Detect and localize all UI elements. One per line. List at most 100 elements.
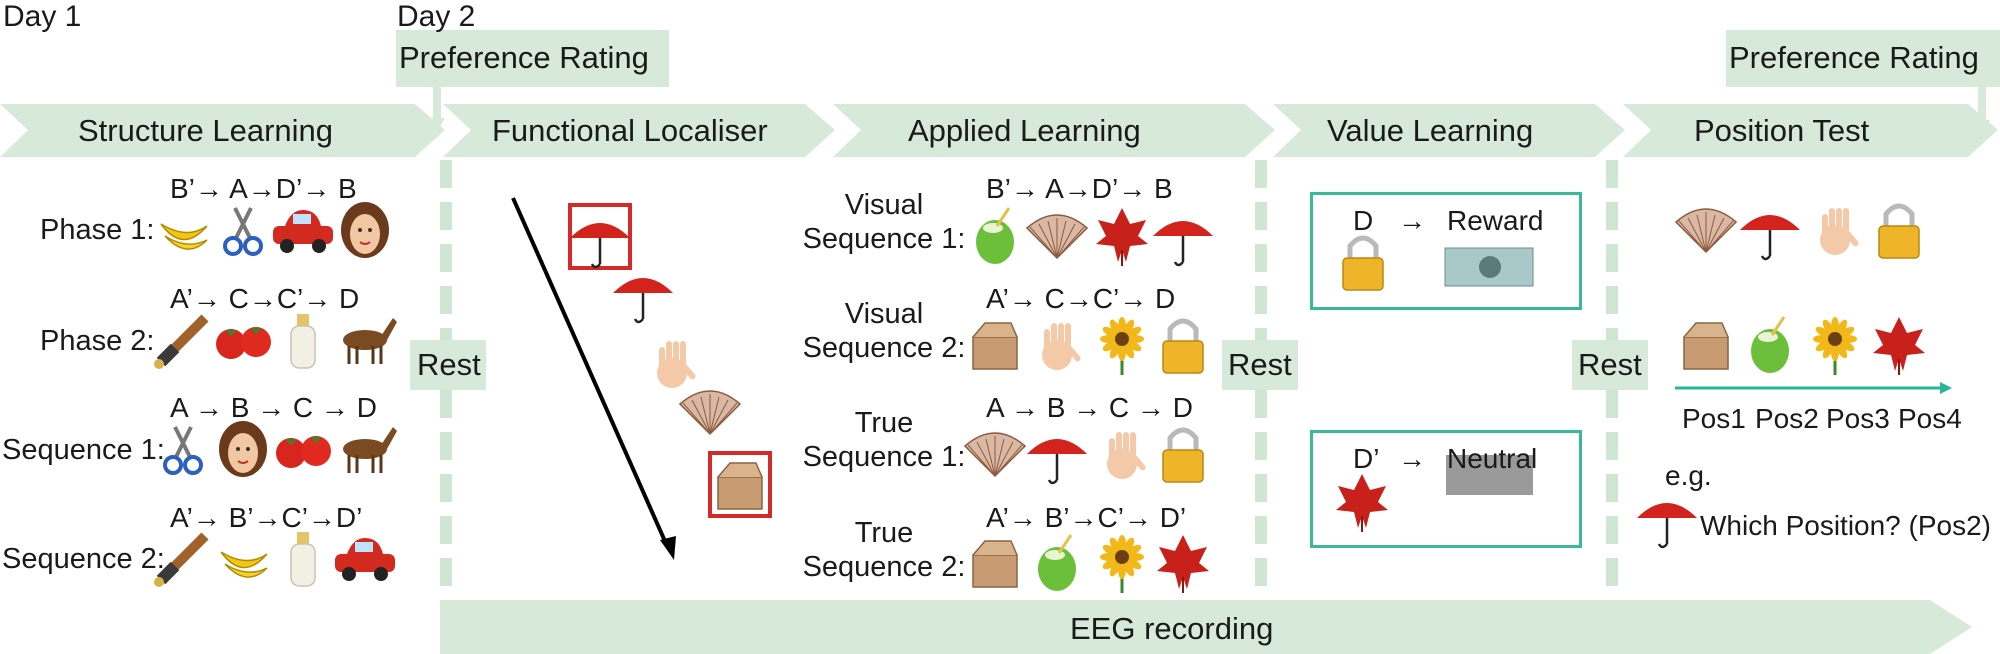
neutral-leaf-icon [1336,474,1388,532]
pref-rating-box-left [396,30,669,87]
coconut-icon [976,207,1014,264]
neutral-stim: D’ [1353,443,1380,474]
rest-separators [440,160,1618,598]
structure-letters-3: A → B → C → D [170,392,377,423]
pref-rating-box-right [1726,30,2000,87]
car-icon [335,538,395,581]
coconut-icon [1751,316,1789,373]
rest-box-2 [1222,340,1298,390]
reward-stim: D [1353,205,1374,236]
telescope-icon [154,314,209,369]
box-icon [1683,322,1729,370]
lock-icon [1162,427,1204,483]
applied-letters-3: A → B → C → D [986,392,1193,423]
fan-icon [1674,208,1738,254]
structure-label-4: Sequence 2: [2,543,165,575]
rest-label-3: Rest [1578,347,1642,382]
pref-rating-right: Preference Rating [1729,40,1979,75]
sunflower-icon [1100,317,1144,375]
stage-value-learning: Value Learning [1327,113,1534,148]
hand-icon [1107,432,1146,479]
lock-icon [1162,318,1204,374]
stage-functional-localiser: Functional Localiser [492,113,768,148]
box-icon [972,540,1018,588]
neutral-outcome: Neutral [1447,443,1538,474]
day-1-label: Day 1 [3,0,82,33]
lock-icon [1878,203,1920,259]
stage-banners [0,104,1998,157]
applied-letters-2: A’→ C→C’→ D [986,283,1176,314]
rest-label-1: Rest [417,347,481,382]
pos4-label: Pos4 [1898,403,1962,434]
pos1-label: Pos1 [1682,403,1746,434]
horse-icon [343,318,397,364]
structure-label-2: Phase 2: [40,325,155,357]
banner-functional-localiser [443,104,835,157]
structure-letters-2: A’→ C→C’→ D [170,283,360,314]
rest-label-2: Rest [1228,347,1292,382]
structure-label-1: Phase 1: [40,214,155,246]
hand-icon [1042,323,1081,370]
highlight-frame-1 [568,203,632,270]
face-icon [219,421,267,477]
leaf-icon [1096,208,1148,266]
tomatoes-icon [276,435,331,468]
pos2-label: Pos2 [1755,403,1819,434]
eeg-banner [440,600,1972,654]
banner-value-learning [1273,104,1625,157]
neutral-arrow: → [1398,443,1426,474]
stage-applied-learning: Applied Learning [908,113,1141,148]
structure-letters-4: A’→ B’→C’→D’ [170,502,363,533]
leaf-icon [1873,317,1925,375]
umbrella-icon [570,223,630,269]
fan-icon [963,432,1027,478]
rest-box-3 [1572,340,1648,390]
banner-structure-learning [0,104,445,157]
umbrella-icon [1740,215,1800,261]
face-icon [341,202,389,258]
umbrella-icon [613,278,673,324]
banner-position-test [1623,104,1998,157]
banana-icon [220,551,268,578]
eg-label: e.g. [1665,460,1712,491]
banner-applied-learning [833,104,1275,157]
banknote-portrait [1479,256,1501,278]
stage-structure-learning: Structure Learning [78,113,334,148]
stage-position-test: Position Test [1694,113,1870,148]
question-label: Which Position? (Pos2) [1700,510,1992,541]
applied-letters-4: A’→ B’→C’→ D’ [986,502,1187,533]
reward-arrow: → [1398,205,1426,236]
icon-layer [154,202,1925,593]
sunflower-icon [1100,535,1144,593]
hand-icon [1820,208,1859,255]
structure-label-3: Sequence 1: [2,434,165,466]
box-icon [972,322,1018,370]
coconut-icon [1038,534,1076,591]
pos3-label: Pos3 [1826,403,1890,434]
question-umbrella-icon [1637,503,1697,549]
umbrella-icon [1027,439,1087,485]
highlight-frame-2 [708,451,772,518]
gray-noise-image [1446,455,1533,495]
scissors-icon [223,207,263,256]
bottle-icon [290,314,316,369]
box-icon [717,462,763,510]
pref-rating-left: Preference Rating [399,40,649,75]
umbrella-icon [1153,221,1213,267]
reward-outcome: Reward [1447,205,1544,236]
reward-box [1310,192,1582,310]
reward-lock-icon [1342,235,1384,291]
neutral-box [1310,430,1582,548]
tomatoes-icon [216,326,271,359]
applied-letters-1: B’→ A→D’→ B [986,173,1173,204]
telescope-icon [154,532,209,587]
bottle-icon [290,532,316,587]
fan-icon [1025,214,1089,260]
horse-icon [343,427,397,473]
